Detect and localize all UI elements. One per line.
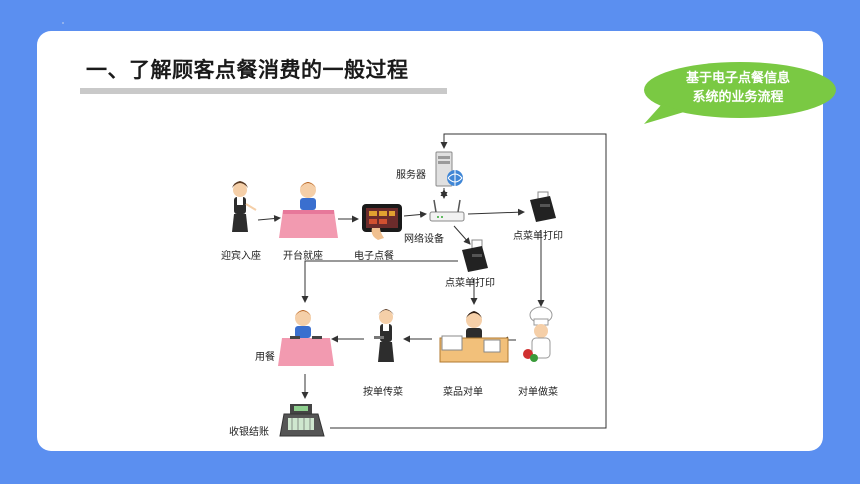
seated-guest-table-icon (279, 182, 338, 238)
callout-line-2: 系统的业务流程 (692, 90, 784, 105)
decorative-dot (62, 22, 64, 24)
callout-line-1: 基于电子点餐信息 (685, 71, 790, 86)
label-deliver: 按单传菜 (363, 387, 403, 398)
label-dine: 用餐 (255, 352, 275, 363)
dining-guest-icon (278, 310, 334, 366)
arrow-order-to-network (403, 211, 427, 219)
label-server: 服务器 (396, 170, 426, 181)
label-printer-2: 点菜单打印 (445, 278, 495, 289)
label-check: 菜品对单 (443, 387, 483, 398)
arrow-network-to-printer2 (453, 225, 471, 245)
order-checking-clerk-icon (439, 311, 509, 363)
receipt-printer-icon (530, 191, 556, 222)
callout-text: 基于电子点餐信息 系统的业务流程 (640, 69, 836, 107)
waitress-icon (374, 309, 394, 362)
arrow-greet-to-table (257, 215, 281, 223)
chef-icon (523, 306, 553, 362)
hostess-icon (232, 181, 257, 232)
label-table: 开台就座 (283, 251, 323, 262)
label-greet: 迎宾入座 (221, 251, 261, 262)
cash-register-icon (279, 404, 325, 437)
arrow-printer2-to-dine (301, 260, 458, 303)
server-icon (435, 151, 463, 187)
arrow-checkout-loop-to-server (330, 133, 607, 429)
connectors (257, 133, 607, 429)
callout-shape (644, 62, 836, 124)
slide-title: 一、了解顾客点餐消费的一般过程 (86, 58, 409, 82)
label-network: 网络设备 (404, 234, 444, 245)
router-icon (429, 199, 465, 222)
label-order: 电子点餐 (354, 251, 394, 262)
label-cook: 对单做菜 (518, 387, 558, 398)
label-checkout: 收银结账 (229, 427, 269, 438)
label-printer-1: 点菜单打印 (513, 231, 563, 242)
title-underline (80, 88, 447, 94)
receipt-printer-icon (462, 239, 488, 272)
arrow-network-to-printer1 (467, 208, 525, 216)
tablet-ordering-icon (362, 204, 402, 240)
callout-bubble: 基于电子点餐信息 系统的业务流程 (640, 60, 836, 126)
